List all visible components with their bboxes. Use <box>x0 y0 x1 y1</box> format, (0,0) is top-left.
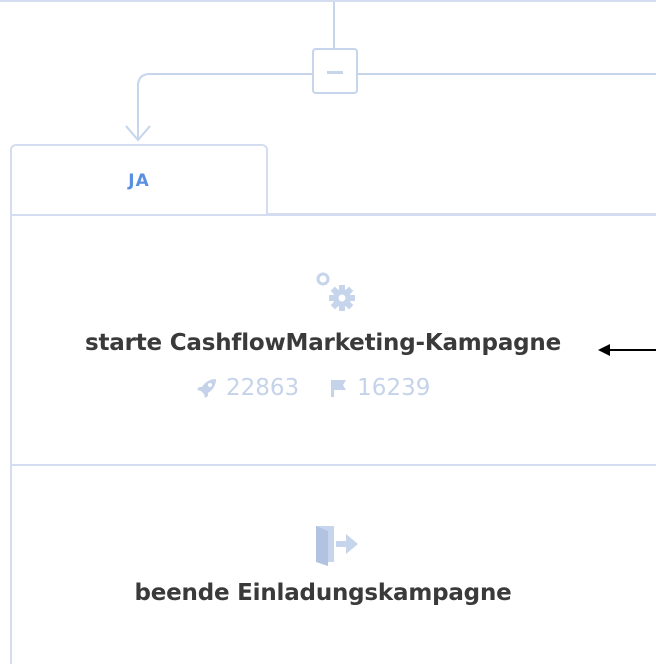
minus-icon <box>327 71 343 74</box>
flow-node-end-campaign[interactable] <box>10 464 656 664</box>
branch-tab-yes[interactable]: JA <box>10 144 268 216</box>
node-title: beende Einladungskampagne <box>134 580 512 606</box>
sent-count: 22863 <box>226 375 300 401</box>
node-stats: 22863 16239 <box>196 372 430 404</box>
flow-node-start-campaign[interactable] <box>10 214 656 466</box>
flag-icon <box>331 380 347 397</box>
node-title: starte CashflowMarketing-Kampagne <box>85 330 561 356</box>
goal-stat: 16239 <box>329 375 430 401</box>
goal-count: 16239 <box>357 375 431 401</box>
exit-icon <box>316 526 358 566</box>
rocket-icon <box>197 379 216 398</box>
collapse-branch-button[interactable] <box>312 48 358 94</box>
branch-tab-label: JA <box>128 171 150 191</box>
sent-stat: 22863 <box>196 375 299 401</box>
gears-icon <box>316 272 355 311</box>
pointer-arrow <box>598 344 656 356</box>
